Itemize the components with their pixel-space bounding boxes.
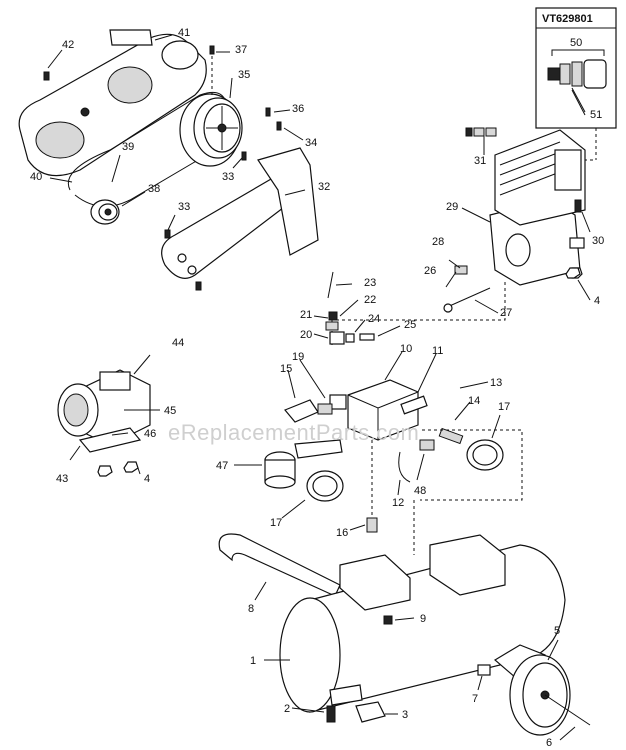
- callout-45: 45: [164, 405, 176, 417]
- pressure-switch-part: [329, 379, 428, 483]
- callout-33-upper: 33: [222, 171, 234, 183]
- callout-labels: 42 41 37 35 36 34 33 32 39 40 38 33 50 5…: [30, 27, 604, 749]
- callout-35: 35: [238, 69, 250, 81]
- inset-panel: VT629801: [535, 7, 617, 161]
- callout-5: 5: [554, 625, 560, 637]
- callout-31: 31: [474, 155, 486, 167]
- callout-17-right: 17: [498, 401, 510, 413]
- callout-51: 51: [590, 109, 602, 121]
- callout-37: 37: [235, 44, 247, 56]
- belt-part: [68, 91, 226, 191]
- callout-48: 48: [414, 485, 426, 497]
- callout-43: 43: [56, 473, 68, 485]
- callout-23: 23: [364, 277, 376, 289]
- callout-25: 25: [404, 319, 416, 331]
- fitting-16: [366, 517, 378, 533]
- drain-valve-part: [326, 701, 386, 723]
- pump-part: [489, 129, 586, 286]
- callout-27: 27: [500, 307, 512, 319]
- callout-19: 19: [292, 351, 304, 363]
- tube-23: [327, 271, 334, 299]
- regulator-part: [264, 439, 343, 489]
- callout-29: 29: [446, 201, 458, 213]
- callout-3: 3: [402, 709, 408, 721]
- belt-guard-part: [18, 29, 207, 177]
- flywheel-part: [179, 93, 243, 167]
- callout-17-left: 17: [270, 517, 282, 529]
- motor-part: [57, 369, 151, 477]
- inset-title: VT629801: [542, 13, 593, 25]
- callout-1: 1: [250, 655, 256, 667]
- callout-10: 10: [400, 343, 412, 355]
- tank-part: [279, 534, 566, 713]
- callout-21: 21: [300, 309, 312, 321]
- callout-41: 41: [178, 27, 190, 39]
- nut-4-left: [123, 461, 139, 473]
- callout-32: 32: [318, 181, 330, 193]
- gauge-part-right: [419, 427, 504, 471]
- callout-7: 7: [472, 693, 478, 705]
- manifold-fittings: [325, 311, 375, 345]
- handle-part: [218, 533, 341, 597]
- callout-44: 44: [172, 337, 184, 349]
- callout-40: 40: [30, 171, 42, 183]
- callout-15: 15: [280, 363, 292, 375]
- callout-36: 36: [292, 103, 304, 115]
- callout-42: 42: [62, 39, 74, 51]
- callout-34: 34: [305, 137, 317, 149]
- callout-14: 14: [468, 395, 480, 407]
- callout-33-lower: 33: [178, 201, 190, 213]
- callout-12: 12: [392, 497, 404, 509]
- callout-38: 38: [148, 183, 160, 195]
- pump-link-line: [331, 282, 506, 345]
- nut-4-right: [565, 267, 581, 279]
- screw-hardware: [43, 45, 282, 239]
- screw-9: [383, 615, 393, 625]
- callout-9: 9: [420, 613, 426, 625]
- callout-20: 20: [300, 329, 312, 341]
- callout-26: 26: [424, 265, 436, 277]
- callout-30: 30: [592, 235, 604, 247]
- callout-11: 11: [432, 345, 443, 357]
- wheel-part: [477, 644, 591, 736]
- callout-6: 6: [546, 737, 552, 749]
- callout-8: 8: [248, 603, 254, 615]
- callout-47: 47: [216, 460, 228, 472]
- fitting-31: [465, 127, 497, 155]
- check-valve-part: [284, 399, 333, 423]
- callout-2: 2: [284, 703, 290, 715]
- callout-50: 50: [570, 37, 582, 49]
- callout-39: 39: [122, 141, 134, 153]
- callout-28: 28: [432, 236, 444, 248]
- leader-lines: [47, 34, 591, 741]
- gauge-part-left: [306, 470, 344, 502]
- back-plate-part: [161, 147, 319, 291]
- callout-22: 22: [364, 294, 376, 306]
- gauge-link-line: [420, 429, 523, 501]
- motor-pulley-part: [90, 199, 120, 225]
- callout-24: 24: [368, 313, 380, 325]
- watermark-text: eReplacementParts.com: [168, 420, 419, 445]
- callout-13: 13: [490, 377, 502, 389]
- callout-4-motor: 4: [144, 473, 150, 485]
- callout-4-pump: 4: [594, 295, 600, 307]
- callout-46: 46: [144, 428, 156, 440]
- callout-16: 16: [336, 527, 348, 539]
